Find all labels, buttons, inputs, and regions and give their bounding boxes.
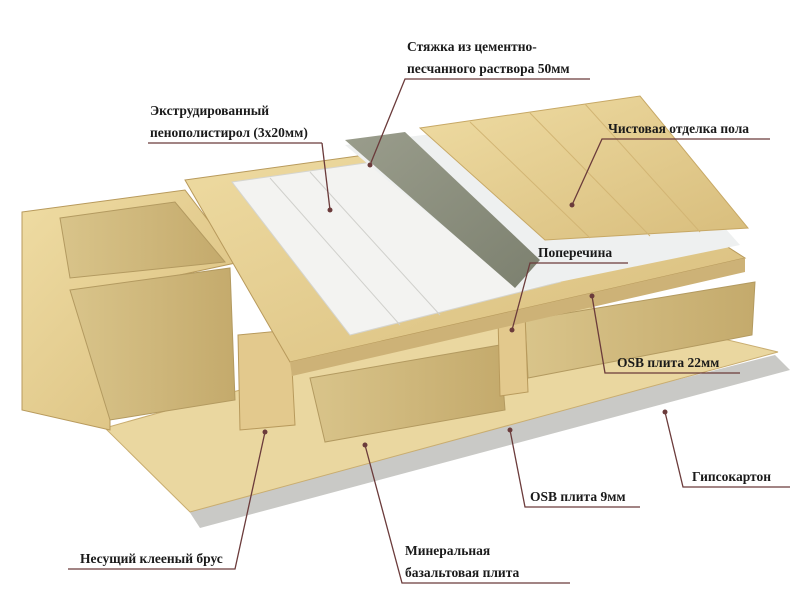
label-finish-floor: Чистовая отделка пола — [608, 121, 750, 136]
label-mineral-line2: базальтовая плита — [405, 565, 520, 580]
label-screed-line1: Стяжка из цементно- — [407, 39, 537, 54]
label-osb-22: OSB плита 22мм — [617, 355, 720, 370]
floor-board-line — [529, 112, 651, 237]
leader-lines — [68, 78, 790, 584]
label-mineral: Минеральная базальтовая плита — [405, 540, 519, 584]
insulation-left — [59, 201, 226, 279]
label-beam: Несущий клееный брус — [80, 551, 223, 566]
osb-22mm-edge — [290, 258, 745, 376]
label-gypsum: Гипсокартон — [692, 469, 772, 484]
eps-layer — [231, 157, 562, 336]
label-screed: Стяжка из цементно- песчанного раствора … — [407, 36, 570, 80]
insulation-block — [69, 267, 236, 421]
mineral-wool-block — [309, 344, 506, 443]
floor-board-line — [469, 121, 591, 239]
label-crossbar: Поперечина — [538, 245, 613, 260]
label-osb-9: OSB плита 9мм — [530, 489, 626, 504]
label-eps-line2: пенополистирол (3х20мм) — [150, 125, 308, 140]
eps-strip-divider — [269, 177, 401, 326]
leader-dots — [262, 162, 668, 448]
eps-strip-divider — [309, 171, 441, 316]
label-eps: Экструдированный пенополистирол (3х20мм) — [150, 100, 308, 144]
cement-screed — [345, 132, 540, 288]
gypsum-board — [185, 355, 790, 528]
label-mineral-line1: Минеральная — [405, 543, 491, 558]
floor-board-line — [584, 103, 701, 233]
label-screed-line2: песчанного раствора 50мм — [407, 61, 570, 76]
label-eps-line1: Экструдированный — [150, 103, 270, 118]
